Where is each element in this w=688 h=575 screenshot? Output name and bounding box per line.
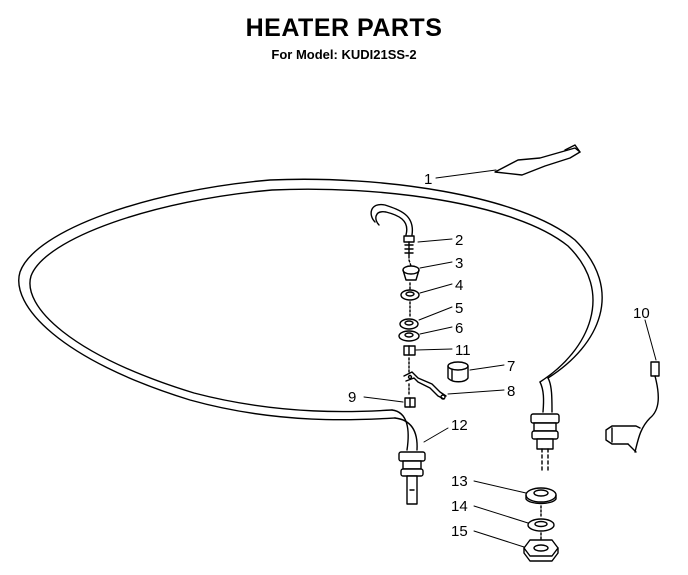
part-6-washer [398, 330, 420, 342]
part-5-washer [399, 301, 419, 330]
part-14-washer [527, 505, 555, 532]
callout-11: 11 [455, 342, 471, 359]
callout-2: 2 [455, 232, 463, 249]
callout-5: 5 [455, 300, 463, 317]
callout-15: 15 [451, 523, 468, 540]
left-terminal-fitting [398, 451, 426, 505]
callout-labels: 1 2 3 4 5 6 11 7 8 9 10 12 13 14 15 [348, 171, 650, 540]
callout-12: 12 [451, 417, 468, 434]
leader-lines [363, 169, 657, 548]
part-7-cap [447, 361, 469, 383]
part-4-washer [400, 282, 420, 301]
callout-3: 3 [455, 255, 463, 272]
callout-1: 1 [424, 171, 432, 188]
callout-7: 7 [507, 358, 515, 375]
part-15-locknut [523, 532, 559, 562]
callout-13: 13 [451, 473, 468, 490]
diagram-title: HEATER PARTS [245, 14, 443, 42]
part-11-nut [403, 345, 416, 373]
part-1-bracket [494, 144, 581, 176]
callout-9: 9 [348, 389, 356, 406]
callout-6: 6 [455, 320, 463, 337]
part-2-hook-bolt [370, 203, 415, 259]
part-3-cone-washer [402, 259, 420, 281]
model-subtitle: For Model: KUDI21SS-2 [271, 47, 417, 62]
part-9-nut [404, 383, 416, 408]
callout-4: 4 [455, 277, 463, 294]
part-8-strap [403, 371, 447, 400]
heater-element-ring [18, 178, 603, 451]
callout-8: 8 [507, 383, 515, 400]
part-10-wire-harness [605, 361, 660, 453]
part-13-washer [525, 487, 557, 505]
callout-10: 10 [633, 305, 650, 322]
right-terminal-fitting [530, 413, 560, 471]
callout-14: 14 [451, 498, 468, 515]
